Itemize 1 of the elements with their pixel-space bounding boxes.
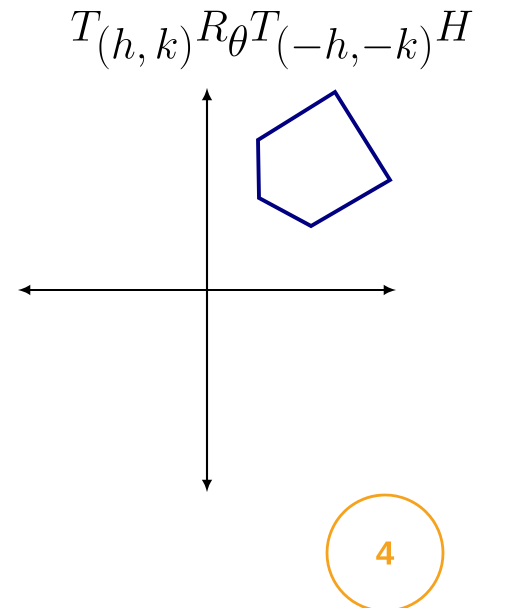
title: $T_{(h,\,k)}R_{\theta}T_{(-h,-k)}H$: [71, 10, 472, 70]
